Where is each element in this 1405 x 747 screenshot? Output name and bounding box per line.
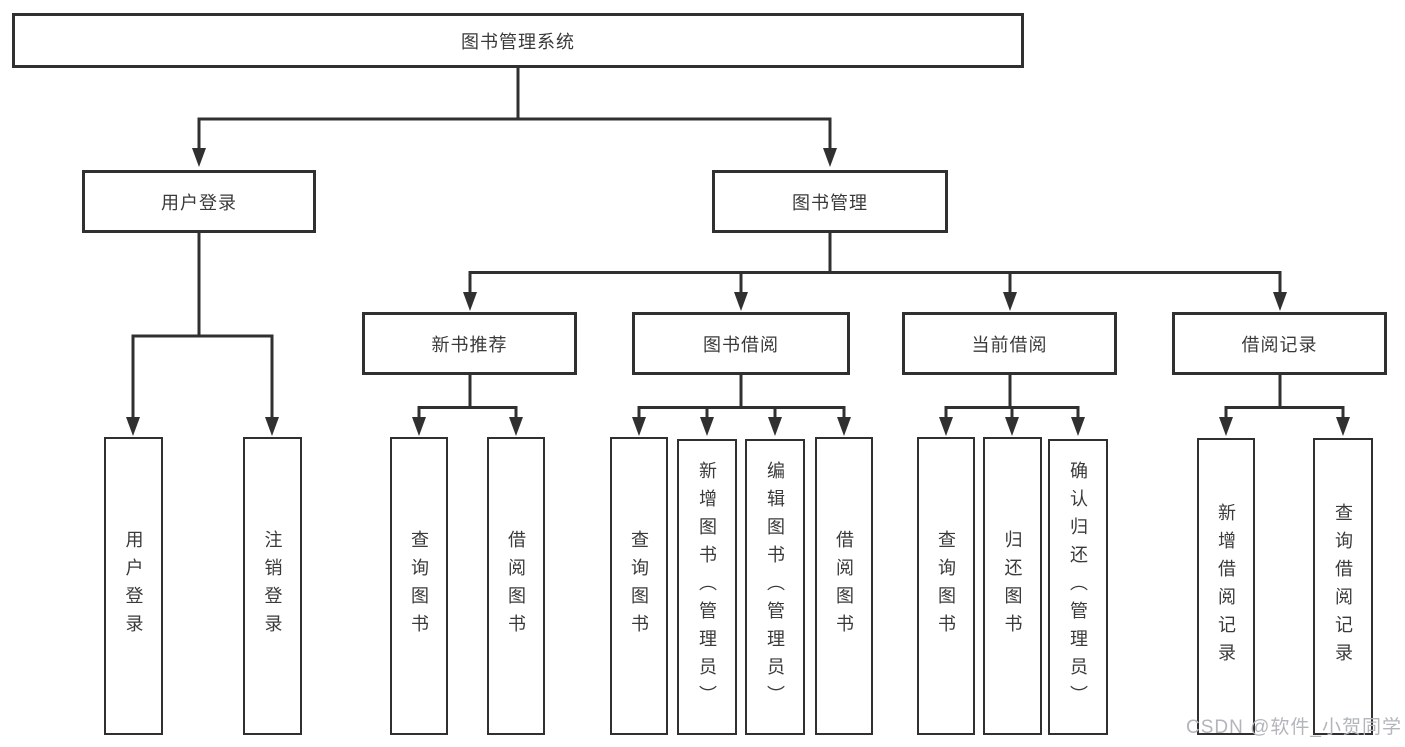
node-current-borrow: 当前借阅 bbox=[902, 312, 1117, 375]
leaf-borrow-books-1-label: 借阅图书 bbox=[506, 530, 526, 642]
node-current-borrow-label: 当前借阅 bbox=[971, 334, 1048, 355]
csdn-watermark: CSDN @软件_小贺同学 bbox=[1186, 717, 1402, 738]
leaf-query-books-3-label: 查询图书 bbox=[936, 530, 956, 642]
node-book-management: 图书管理 bbox=[712, 170, 948, 233]
leaf-query-borrow-record-label: 查询借阅记录 bbox=[1333, 502, 1353, 671]
node-root: 图书管理系统 bbox=[12, 13, 1024, 68]
node-book-management-label: 图书管理 bbox=[792, 192, 868, 213]
node-user-login: 用户登录 bbox=[82, 170, 316, 233]
leaf-logout: 注销登录 bbox=[243, 437, 302, 735]
node-borrow-records-label: 借阅记录 bbox=[1241, 334, 1318, 355]
leaf-add-books-admin: 新增图书（管理员） bbox=[677, 439, 737, 735]
node-new-book-recommend-label: 新书推荐 bbox=[431, 334, 508, 355]
leaf-add-books-admin-label: 新增图书（管理员） bbox=[697, 461, 717, 713]
leaf-return-books-label: 归还图书 bbox=[1002, 530, 1023, 642]
leaf-borrow-books-2: 借阅图书 bbox=[815, 437, 873, 735]
leaf-query-borrow-record: 查询借阅记录 bbox=[1313, 438, 1373, 735]
leaf-add-borrow-record: 新增借阅记录 bbox=[1197, 438, 1255, 735]
leaf-confirm-return-admin-label: 确认归还（管理员） bbox=[1068, 461, 1088, 713]
leaf-borrow-books-1: 借阅图书 bbox=[487, 437, 545, 735]
leaf-query-books-2: 查询图书 bbox=[610, 437, 668, 735]
leaf-add-borrow-record-label: 新增借阅记录 bbox=[1216, 502, 1236, 671]
leaf-query-books-2-label: 查询图书 bbox=[629, 530, 649, 642]
leaf-confirm-return-admin: 确认归还（管理员） bbox=[1048, 439, 1108, 735]
node-root-label: 图书管理系统 bbox=[461, 31, 575, 52]
leaf-user-login: 用户登录 bbox=[104, 437, 163, 735]
leaf-borrow-books-2-label: 借阅图书 bbox=[834, 530, 854, 642]
leaf-return-books: 归还图书 bbox=[983, 437, 1042, 735]
node-borrow-records: 借阅记录 bbox=[1172, 312, 1387, 375]
node-book-borrow-label: 图书借阅 bbox=[703, 334, 779, 355]
leaf-edit-books-admin-label: 编辑图书（管理员） bbox=[765, 461, 785, 713]
leaf-user-login-label: 用户登录 bbox=[123, 530, 144, 642]
node-new-book-recommend: 新书推荐 bbox=[362, 312, 577, 375]
leaf-query-books-1: 查询图书 bbox=[390, 437, 448, 735]
leaf-query-books-3: 查询图书 bbox=[917, 437, 975, 735]
leaf-logout-label: 注销登录 bbox=[262, 530, 283, 642]
leaf-query-books-1-label: 查询图书 bbox=[409, 530, 429, 642]
node-book-borrow: 图书借阅 bbox=[632, 312, 850, 375]
node-user-login-label: 用户登录 bbox=[161, 192, 237, 213]
leaf-edit-books-admin: 编辑图书（管理员） bbox=[745, 439, 805, 735]
